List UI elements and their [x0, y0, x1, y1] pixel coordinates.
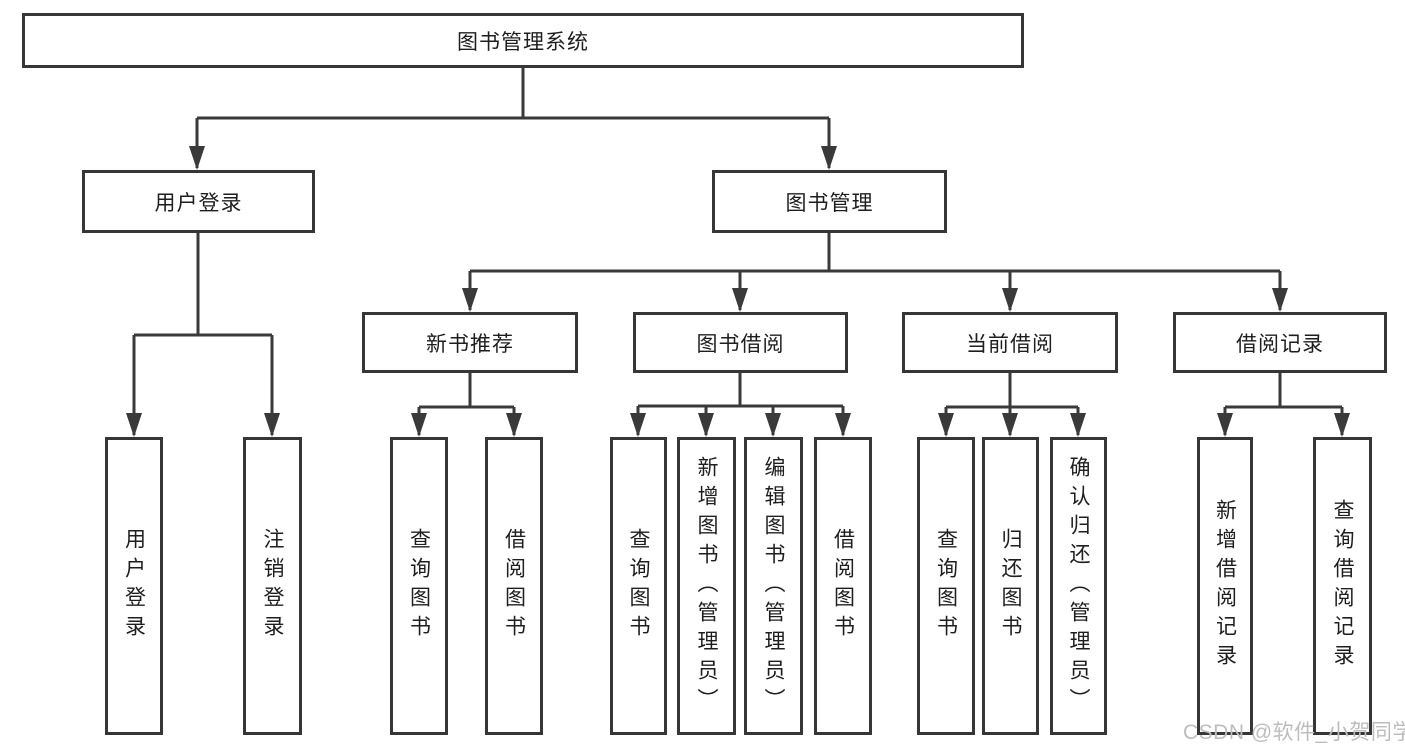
leaf-add-books-admin: 新增图书（管理员） [677, 437, 736, 735]
leaf-confirm-return-admin: 确认归还（管理员） [1050, 437, 1107, 735]
leaf-label: 注销登录 [261, 528, 284, 644]
node-user-login: 用户登录 [82, 170, 315, 233]
leaf-edit-books-admin: 编辑图书（管理员） [744, 437, 803, 735]
node-new-book-recommend: 新书推荐 [362, 312, 578, 373]
leaf-logout: 注销登录 [243, 437, 302, 735]
leaf-query-books-borrow: 查询图书 [610, 437, 667, 735]
leaf-query-borrow-record: 查询借阅记录 [1313, 437, 1372, 735]
node-book-management: 图书管理 [712, 170, 947, 233]
leaf-label: 查询借阅记录 [1331, 499, 1354, 673]
new-book-recommend-label: 新书推荐 [426, 332, 514, 356]
leaf-label: 用户登录 [122, 528, 146, 644]
leaf-label: 查询图书 [934, 528, 958, 644]
leaf-user-login: 用户登录 [105, 437, 163, 735]
leaf-label: 借阅图书 [502, 528, 526, 644]
book-borrow-label: 图书借阅 [696, 332, 785, 356]
leaf-label: 查询图书 [407, 528, 431, 644]
arrowhead-icons [126, 146, 1350, 437]
user-login-label: 用户登录 [154, 191, 243, 215]
csdn-watermark: CSDN @软件_小贺同学 [1183, 721, 1405, 744]
node-borrow-record: 借阅记录 [1173, 312, 1387, 373]
node-book-borrow: 图书借阅 [633, 312, 848, 373]
leaf-add-borrow-record: 新增借阅记录 [1197, 437, 1253, 735]
borrow-record-label: 借阅记录 [1236, 332, 1324, 356]
leaf-query-books-current: 查询图书 [917, 437, 975, 735]
leaf-return-books: 归还图书 [982, 437, 1039, 735]
current-borrow-label: 当前借阅 [966, 332, 1054, 356]
node-root-title: 图书管理系统 [22, 13, 1024, 68]
leaf-label: 归还图书 [999, 528, 1022, 644]
leaf-query-books-recommend: 查询图书 [390, 437, 448, 735]
node-current-borrow: 当前借阅 [902, 312, 1118, 373]
root-title-label: 图书管理系统 [457, 30, 589, 54]
book-management-label: 图书管理 [785, 191, 874, 215]
leaf-label: 借阅图书 [831, 528, 855, 644]
leaf-borrow-books: 借阅图书 [814, 437, 872, 735]
leaf-label: 确认归还（管理员） [1067, 455, 1090, 717]
leaf-label: 新增借阅记录 [1213, 499, 1237, 673]
leaf-label: 查询图书 [627, 528, 650, 644]
leaf-label: 编辑图书（管理员） [762, 455, 785, 717]
leaf-borrow-books-recommend: 借阅图书 [485, 437, 543, 735]
leaf-label: 新增图书（管理员） [695, 455, 718, 717]
